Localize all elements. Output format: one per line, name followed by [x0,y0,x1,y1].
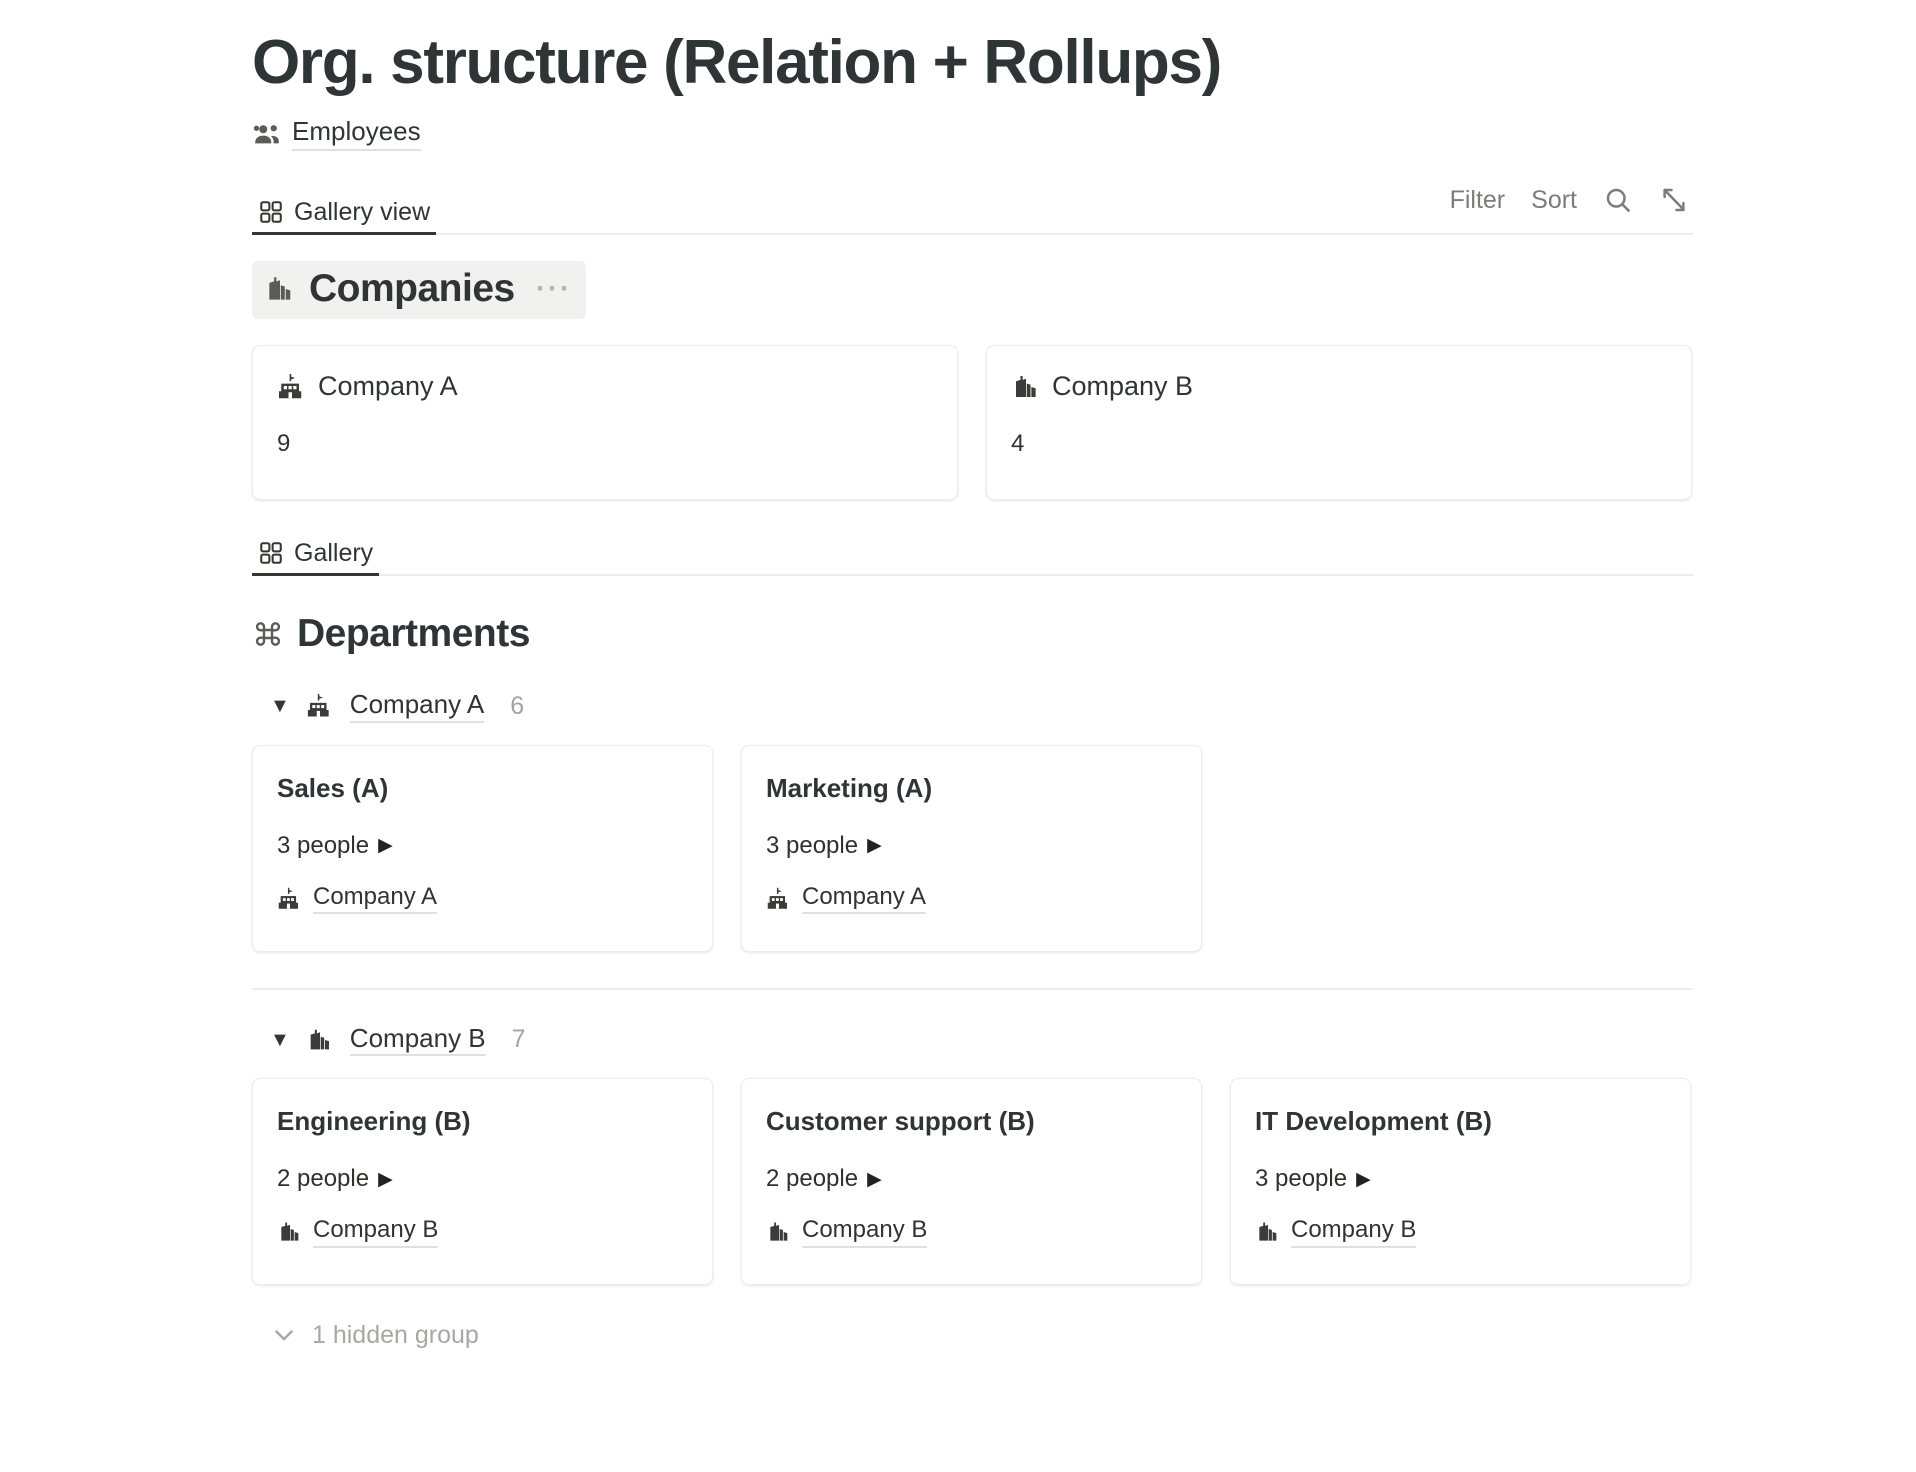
department-card-title: Marketing (A) [766,772,933,803]
play-triangle-icon[interactable]: ▶ [867,1168,882,1190]
department-card-people[interactable]: 3 people ▶ [277,831,688,859]
departments-card-grid-company-a: Sales (A) 3 people ▶ [252,744,1916,952]
gallery-grid-icon [258,199,284,225]
department-card[interactable]: Sales (A) 3 people ▶ [252,744,713,952]
database-link-employees[interactable]: Employees [252,116,421,152]
company-card-name: Company A [318,371,458,402]
group-row-company-a[interactable]: ▼ Company A 6 [252,690,1916,723]
department-card[interactable]: Customer support (B) 2 people ▶ Company … [741,1078,1202,1286]
database-link-label: Employees [292,116,421,152]
company-card[interactable]: Company A 9 [252,345,958,501]
department-card-relation-label: Company A [313,883,438,914]
play-triangle-icon[interactable]: ▶ [1356,1168,1371,1190]
department-card-relation-label: Company A [802,883,927,914]
section-heading-companies[interactable]: Companies ··· [252,261,586,320]
department-card-people[interactable]: 2 people ▶ [277,1167,688,1191]
play-triangle-icon[interactable]: ▶ [867,835,882,857]
command-loop-icon [252,618,284,650]
tab-gallery[interactable]: Gallery [252,538,380,577]
department-card[interactable]: IT Development (B) 3 people ▶ Company B [1230,1078,1691,1286]
institution-building-icon [277,372,307,402]
department-card-title: IT Development (B) [1255,1106,1492,1137]
play-triangle-icon[interactable]: ▶ [378,1168,393,1190]
department-card-title: Engineering (B) [277,1106,471,1137]
department-card-relation[interactable]: Company B [1255,1216,1666,1248]
department-card-relation-label: Company B [313,1216,439,1248]
company-card-count: 4 [1011,430,1025,458]
hidden-group-label: 1 hidden group [312,1320,479,1349]
group-divider [252,987,1693,990]
tab-active-underline [252,232,437,236]
department-card-people[interactable]: 3 people ▶ [1255,1167,1666,1191]
company-card-title: Company A [277,372,933,402]
department-card-people-label: 3 people [277,831,370,859]
department-card[interactable]: Engineering (B) 2 people ▶ Company B [252,1078,713,1286]
department-card-title: Customer support (B) [766,1106,1035,1137]
factory-building-icon [306,1026,334,1054]
department-card[interactable]: Marketing (A) 3 people ▶ [741,744,1202,952]
people-group-icon [252,119,282,149]
department-card-people[interactable]: 3 people ▶ [766,831,1177,859]
hidden-group-toggle[interactable]: 1 hidden group [252,1321,1916,1349]
department-card-relation[interactable]: Company A [766,883,1177,914]
factory-building-icon [277,1219,303,1245]
toolbar-rule [252,233,1693,236]
group-label[interactable]: Company A [349,690,485,723]
section-heading-departments[interactable]: Departments [252,606,544,664]
factory-building-icon [264,273,296,305]
department-card-people-label: 2 people [766,1165,859,1193]
chevron-down-icon[interactable] [270,1321,298,1349]
institution-building-icon [306,692,334,720]
companies-card-grid: Company A 9 Company B 4 [252,345,1916,501]
tab-gallery-view[interactable]: Gallery view [252,197,437,236]
departments-card-grid-company-b: Engineering (B) 2 people ▶ Company B Cus… [252,1078,1916,1286]
filter-button[interactable]: Filter [1449,185,1506,214]
department-card-relation-label: Company B [1291,1216,1417,1248]
department-card-relation-label: Company B [802,1216,928,1248]
sort-button[interactable]: Sort [1531,185,1577,214]
department-card-relation[interactable]: Company B [277,1216,688,1248]
section-heading-departments-label: Departments [297,612,530,656]
employees-view-toolbar: Gallery view Filter Sort [252,179,1693,236]
group-count: 7 [511,1025,526,1054]
search-icon[interactable] [1603,185,1633,215]
department-card-people-label: 3 people [1255,1165,1348,1193]
section-heading-companies-label: Companies [309,267,515,311]
page-root: Org. structure (Relation + Rollups) Empl… [252,28,1916,1349]
page-title: Org. structure (Relation + Rollups) [252,28,1222,97]
group-row-company-b[interactable]: ▼ Company B 7 [252,1024,1916,1057]
gallery-grid-icon [258,540,284,566]
factory-building-icon [1255,1219,1281,1245]
company-card-name: Company B [1052,371,1194,402]
tab-gallery-view-label: Gallery view [294,197,431,226]
department-card-people[interactable]: 2 people ▶ [766,1167,1177,1191]
play-triangle-icon[interactable]: ▶ [378,835,393,857]
factory-building-icon [1011,372,1041,402]
company-card-title: Company B [1011,372,1667,402]
department-card-relation[interactable]: Company B [766,1216,1177,1248]
tab-active-underline [252,573,380,577]
institution-building-icon [277,886,303,912]
group-label[interactable]: Company B [349,1024,486,1057]
group-collapse-caret-icon[interactable]: ▼ [270,1028,290,1051]
companies-menu-dots-icon[interactable]: ··· [535,272,572,306]
department-card-title: Sales (A) [277,772,389,803]
group-count: 6 [510,691,525,720]
department-card-relation[interactable]: Company A [277,883,688,914]
group-collapse-caret-icon[interactable]: ▼ [270,695,290,718]
company-card-count: 9 [277,430,291,458]
toolbar-rule [252,574,1693,577]
tab-gallery-label: Gallery [294,538,374,567]
departments-view-toolbar: Gallery [252,520,1693,577]
factory-building-icon [766,1219,792,1245]
view-toolbar-actions: Filter Sort [1450,185,1689,215]
department-card-people-label: 2 people [277,1165,370,1193]
company-card[interactable]: Company B 4 [986,345,1692,501]
expand-diagonal-icon[interactable] [1659,185,1689,215]
institution-building-icon [766,886,792,912]
department-card-people-label: 3 people [766,831,859,859]
